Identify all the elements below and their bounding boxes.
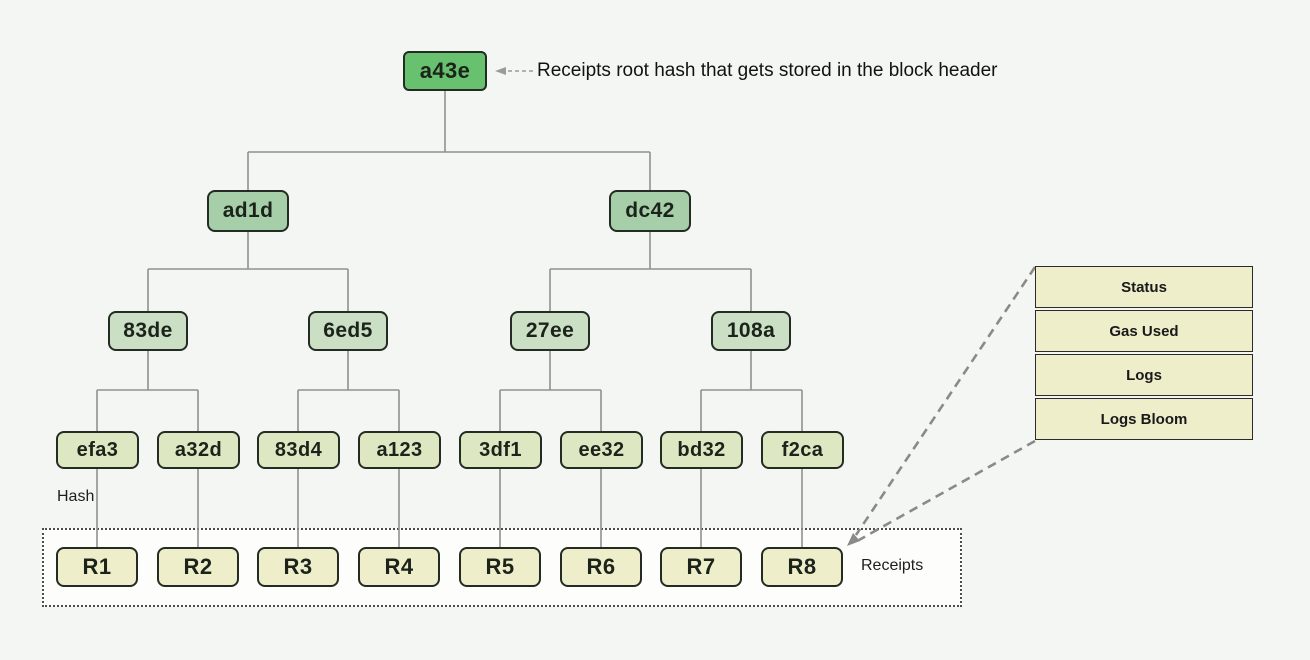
left-arrowhead-icon	[495, 67, 506, 75]
hash-side-label: Hash	[57, 488, 95, 505]
receipt-field-logs-bloom: Logs Bloom	[1035, 398, 1253, 440]
branch-hash-node: 83de	[108, 311, 188, 351]
receipt-field-logs: Logs	[1035, 354, 1253, 396]
leaf-hash-node: 83d4	[257, 431, 340, 469]
receipts-side-label: Receipts	[861, 557, 924, 574]
receipt-node: R6	[560, 547, 642, 587]
annotation-arrow	[495, 67, 533, 75]
leaf-hash-node: ee32	[560, 431, 643, 469]
receipt-node: R8	[761, 547, 843, 587]
receipt-node: R3	[257, 547, 339, 587]
leaf-hash-node: a32d	[157, 431, 240, 469]
receipt-node: R7	[660, 547, 742, 587]
receipt-node: R4	[358, 547, 440, 587]
receipt-node: R1	[56, 547, 138, 587]
receipt-field-status: Status	[1035, 266, 1253, 308]
leaf-hash-node: a123	[358, 431, 441, 469]
leaf-hash-node: 3df1	[459, 431, 542, 469]
detail-pointer-lines	[847, 266, 1037, 546]
leaf-hash-node: efa3	[56, 431, 139, 469]
branch-hash-node: dc42	[609, 190, 691, 232]
receipt-field-gas-used: Gas Used	[1035, 310, 1253, 352]
leaf-hash-node: bd32	[660, 431, 743, 469]
branch-hash-node: 6ed5	[308, 311, 388, 351]
branch-hash-node: ad1d	[207, 190, 289, 232]
receipt-detail-stack: Status Gas Used Logs Logs Bloom	[1035, 266, 1253, 442]
branch-hash-node: 27ee	[510, 311, 590, 351]
root-hash-annotation: Receipts root hash that gets stored in t…	[537, 60, 998, 81]
root-hash-node: a43e	[403, 51, 487, 91]
arrowhead-icon	[847, 533, 860, 546]
receipt-node: R2	[157, 547, 239, 587]
leaf-hash-node: f2ca	[761, 431, 844, 469]
tree-connectors	[96, 91, 803, 547]
branch-hash-node: 108a	[711, 311, 791, 351]
receipt-node: R5	[459, 547, 541, 587]
